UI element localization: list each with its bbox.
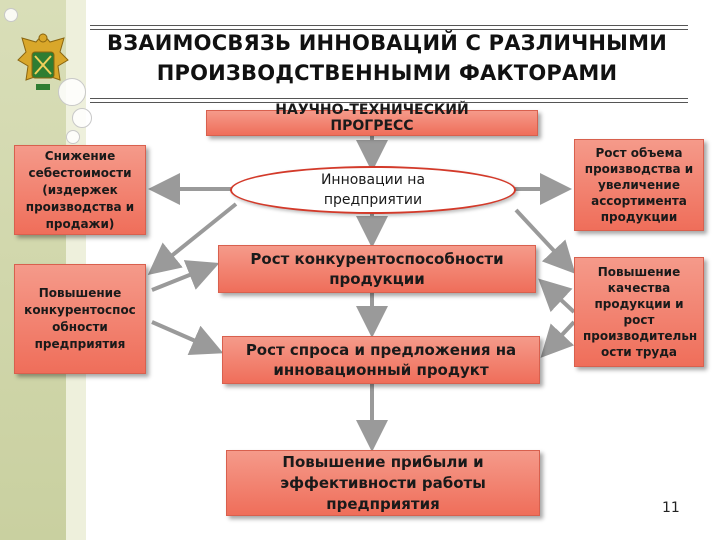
customs-emblem-icon [17, 33, 69, 90]
arrow-center-to-left-mid [147, 202, 238, 276]
slide-title: ВЗАИМОСВЯЗЬ ИННОВАЦИЙ С РАЗЛИЧНЫМИ ПРОИЗ… [107, 31, 667, 85]
arrow-right-mid-to-mid2 [540, 320, 576, 358]
box-scientific-progress: НАУЧНО-ТЕХНИЧЕСКИЙ ПРОГРЕСС [206, 102, 538, 136]
title-rule-top-2 [90, 29, 688, 30]
box-product-competitiveness: Рост конкурентоспособности продукции [218, 245, 536, 293]
arrow-left-mid-to-mid1 [151, 260, 220, 292]
decor-circle [66, 130, 80, 144]
title-rule-bottom-2 [90, 102, 688, 103]
ellipse-innovations: Инновации на предприятии [230, 166, 516, 214]
box-quality-productivity: Повышение качества продукции и рост прои… [574, 257, 704, 367]
box-profit-efficiency: Повышение прибыли и эффективности работы… [226, 450, 540, 516]
decor-circle [58, 78, 86, 106]
arrow-right-mid-to-mid1 [538, 278, 576, 314]
box-demand-supply: Рост спроса и предложения на инновационн… [222, 336, 540, 384]
decor-circle [72, 108, 92, 128]
arrow-center-to-right-mid [514, 208, 576, 274]
arrow-left-mid-to-mid2 [151, 320, 224, 356]
page-number: 11 [662, 500, 680, 516]
title-rule-top [90, 25, 688, 26]
box-production-volume: Рост объема производства и увеличение ас… [574, 139, 704, 231]
box-enterprise-competitiveness: Повышение конкурентоспос обности предпри… [14, 264, 146, 374]
title-rule-bottom [90, 98, 688, 99]
box-cost-reduction: Снижение себестоимости (издержек произво… [14, 145, 146, 235]
decor-circle [4, 8, 18, 22]
